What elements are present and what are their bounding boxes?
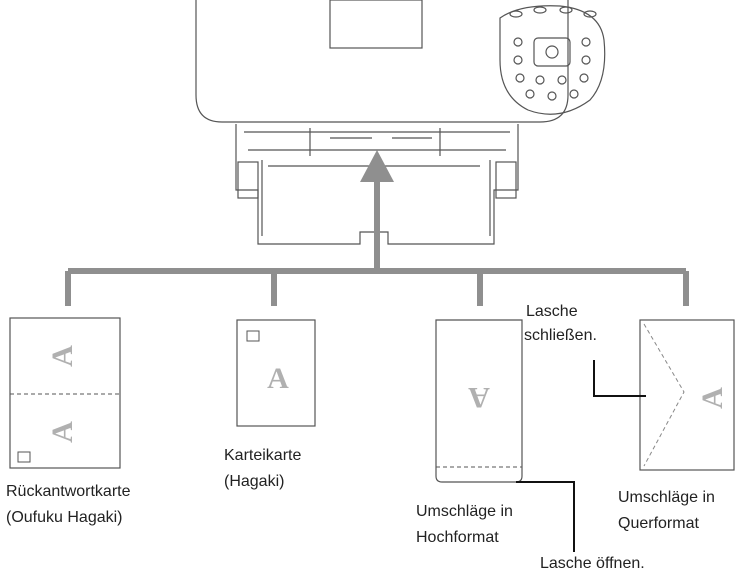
return-postcard-label-2: (Oufuku Hagaki): [6, 509, 123, 526]
index-card-label-1: Karteikarte: [224, 447, 302, 464]
close-flap-callout-1: Lasche: [526, 303, 578, 320]
stamp-square: [246, 330, 260, 342]
envelope-portrait-glyph: A: [468, 381, 490, 414]
index-card: [236, 319, 316, 427]
stamp-square: [17, 451, 31, 463]
index-card-label-2: (Hagaki): [224, 473, 285, 490]
open-flap-leader: [516, 481, 575, 552]
return-postcard-glyph-bottom: A: [46, 421, 79, 443]
envelope-landscape-label-2: Querformat: [618, 515, 699, 532]
index-card-glyph: A: [267, 362, 289, 395]
control-panel: [499, 5, 606, 115]
envelope-landscape-glyph: A: [696, 387, 729, 409]
envelope-landscape: [639, 319, 735, 471]
up-arrow-icon: [360, 150, 394, 182]
return-postcard-card: [9, 317, 121, 469]
close-flap-callout-2: schließen.: [524, 327, 597, 344]
return-postcard-glyph-top: A: [46, 345, 79, 367]
connector-tree: [65, 182, 689, 306]
printer-illustration: [195, 0, 606, 245]
close-flap-leader: [593, 360, 646, 397]
printer-body: [195, 0, 569, 123]
open-flap-callout: Lasche öffnen.: [540, 555, 645, 572]
envelope-landscape-label-1: Umschläge in: [618, 489, 715, 506]
envelope-portrait-label-2: Hochformat: [416, 529, 499, 546]
envelope-portrait-label-1: Umschläge in: [416, 503, 513, 520]
return-postcard-label-1: Rückantwortkarte: [6, 483, 131, 500]
printer-display-slot: [329, 0, 423, 49]
